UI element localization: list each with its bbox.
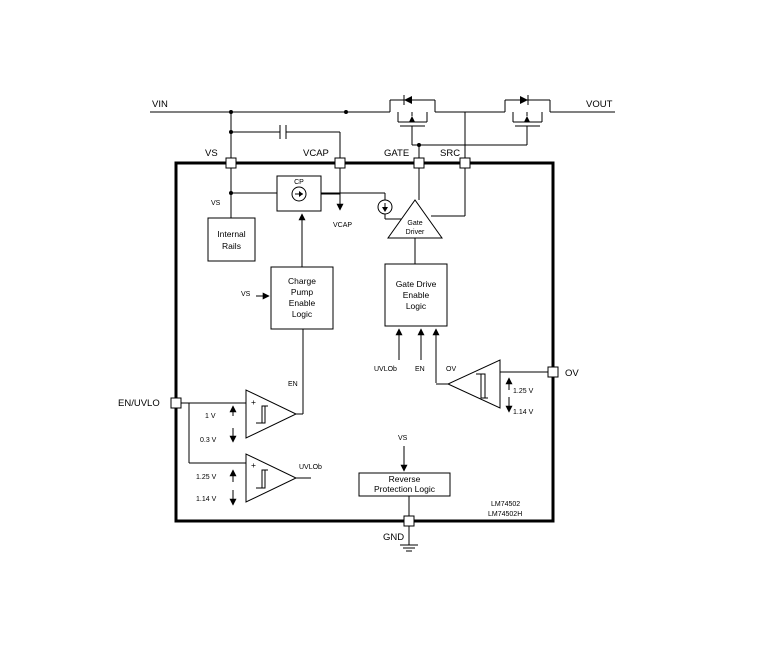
vin-rail [150, 110, 615, 114]
ov-low-threshold: 1.14 V [513, 409, 534, 416]
en-hysteresis-icon [256, 405, 268, 424]
internal-rails-line1: Internal [217, 229, 245, 239]
vcap-capacitor-icon [229, 112, 341, 160]
en-input-label: EN [415, 366, 425, 373]
pin-gnd [403, 515, 415, 527]
uvlo-comp-plus: + [251, 460, 256, 470]
vcap-pin-label: VCAP [303, 148, 329, 159]
uvlo-low-threshold: 1.14 V [196, 496, 217, 503]
internal-rails-line2: Rails [222, 241, 241, 251]
gate-driver-line1: Gate [407, 220, 422, 227]
chip-outline [174, 161, 555, 523]
en-high-threshold: 1 V [205, 413, 216, 420]
en-comparator [245, 389, 298, 439]
pin-vs [225, 157, 237, 169]
part-number-2: LM74502H [488, 511, 522, 518]
vin-label: VIN [152, 99, 168, 110]
gd-logic-line2: Enable [403, 290, 430, 300]
cp-logic-line1: Charge [288, 276, 316, 286]
reverse-protection-logic-block [358, 472, 451, 497]
en-low-threshold: 0.3 V [200, 437, 217, 444]
gate-src-wiring [411, 111, 528, 160]
src-pin-label: SRC [440, 148, 460, 159]
gate-driver-line2: Driver [406, 229, 425, 236]
mosfet-1-icon [389, 95, 436, 132]
en-comp-plus: + [251, 397, 256, 407]
uvlo-hysteresis-icon [256, 469, 268, 489]
pin-en-uvlo [170, 397, 182, 409]
gate-drive-enable-logic-block [384, 263, 448, 327]
ov-input-label: OV [446, 366, 456, 373]
rev-line1: Reverse [389, 474, 421, 484]
rev-line2: Protection Logic [374, 484, 436, 494]
uvlo-comparator [245, 453, 298, 503]
ov-pin-label: OV [565, 368, 579, 379]
cp-logic-line3: Enable [289, 298, 316, 308]
uvlob-signal-label: UVLOb [299, 464, 322, 471]
cp-logic-line4: Logic [292, 309, 313, 319]
gate-pin-label: GATE [384, 148, 409, 159]
uvlob-input-label: UVLOb [374, 366, 397, 373]
gd-logic-line3: Logic [406, 301, 427, 311]
vout-label: VOUT [586, 99, 613, 110]
pin-gate [413, 157, 425, 169]
internal-rails-block [207, 217, 256, 262]
vs-pin-label: VS [205, 148, 218, 159]
pin-src [459, 157, 471, 169]
gnd-pin-label: GND [383, 532, 404, 543]
en-signal-label: EN [288, 381, 298, 388]
vs-reverse-label: VS [398, 435, 408, 442]
cp-label: CP [294, 179, 304, 186]
pin-ov [547, 366, 559, 378]
en-uvlo-pin-label: EN/UVLO [118, 398, 160, 409]
ground-icon [400, 526, 418, 552]
part-number-1: LM74502 [491, 501, 520, 508]
uvlo-high-threshold: 1.25 V [196, 474, 217, 481]
vs-cp-label: VS [241, 291, 251, 298]
pin-vcap [334, 157, 346, 169]
charge-pump-enable-logic-block [270, 266, 334, 330]
mosfet-2-icon [504, 95, 551, 132]
ov-high-threshold: 1.25 V [513, 388, 534, 395]
gate-current-source-icon [377, 199, 402, 220]
gd-logic-line1: Gate Drive [396, 279, 437, 289]
ov-hysteresis-icon [476, 373, 488, 399]
current-source-icon [291, 186, 307, 202]
vcap-internal-label: VCAP [333, 222, 352, 229]
cp-logic-line2: Pump [291, 287, 313, 297]
ov-comparator [446, 359, 501, 409]
vs-internal-label: VS [211, 200, 221, 207]
